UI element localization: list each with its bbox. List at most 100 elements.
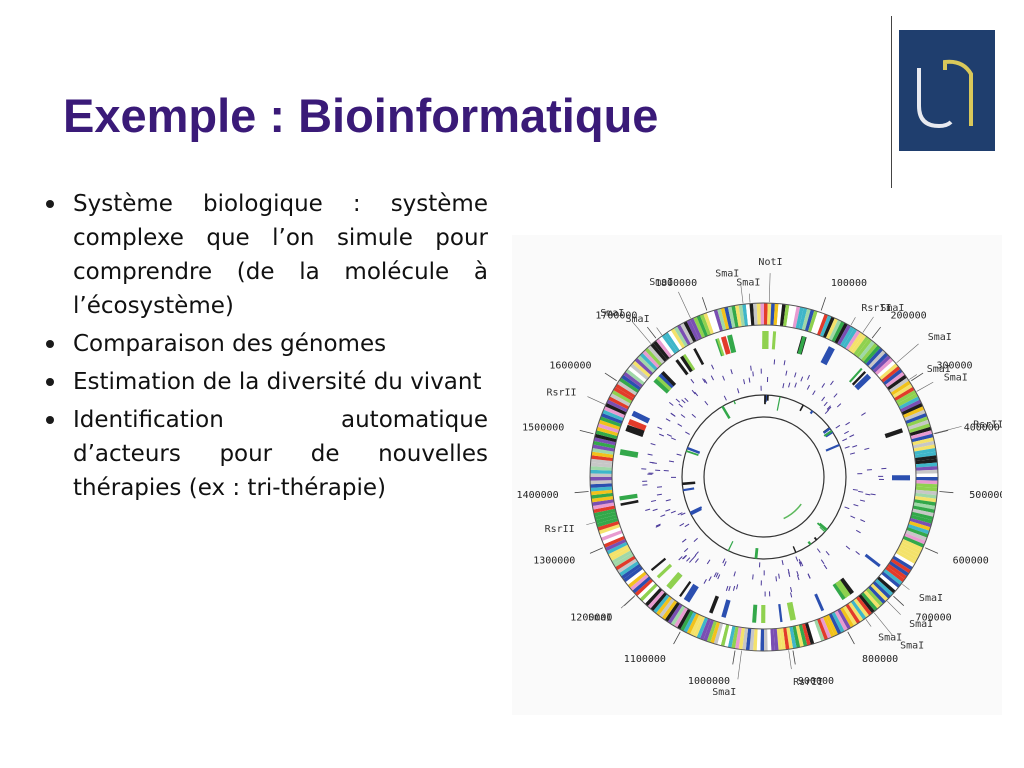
site-label: SmaI — [878, 632, 902, 643]
inner-tick — [690, 507, 702, 516]
repeat-mark — [842, 438, 848, 442]
gene-segment — [603, 535, 626, 548]
feature-mark — [716, 338, 725, 356]
repeat-mark — [678, 403, 683, 408]
site-leader — [586, 522, 596, 526]
gene-segment — [804, 309, 815, 332]
gene-segment — [909, 426, 932, 437]
repeat-mark — [668, 460, 675, 463]
position-leader — [792, 650, 796, 665]
site-label: RsrII — [545, 524, 575, 535]
feature-mark — [797, 336, 806, 355]
site-label: SmaI — [600, 308, 624, 319]
inner-tick — [813, 536, 818, 541]
repeat-mark — [717, 574, 721, 580]
gene-segment — [850, 334, 867, 355]
feature-mark — [851, 370, 867, 386]
gene-segment — [904, 409, 926, 422]
position-leader — [820, 297, 827, 311]
gene-segment — [900, 399, 922, 413]
gene-segment — [834, 322, 848, 344]
gene-segment — [792, 306, 801, 329]
repeat-mark — [703, 579, 707, 584]
gene-segment — [831, 321, 845, 343]
repeat-mark — [836, 403, 842, 408]
bullet-text: Identification automatique d’acteurs pou… — [73, 407, 488, 501]
gene-segment — [881, 571, 901, 588]
repeat-mark — [825, 550, 830, 556]
gene-segment — [776, 628, 783, 651]
inner-tick — [733, 400, 736, 405]
repeat-mark — [657, 426, 663, 430]
gene-segment — [613, 553, 634, 568]
repeat-mark — [706, 559, 711, 565]
position-label: 1600000 — [549, 360, 591, 371]
gene-segment — [608, 544, 630, 558]
gene-segment — [619, 377, 640, 393]
gene-segment — [828, 319, 842, 341]
repeat-mark — [748, 377, 751, 383]
feature-mark — [620, 499, 639, 506]
feature-mark — [625, 424, 645, 437]
gene-segment — [907, 523, 930, 535]
gene-segment — [795, 306, 804, 330]
position-label: 1300000 — [533, 556, 575, 567]
gene-segment — [598, 419, 621, 431]
site-leader — [850, 317, 856, 326]
site-leader — [862, 316, 874, 333]
site-leader — [865, 619, 872, 627]
repeat-mark — [794, 382, 797, 388]
repeat-mark — [844, 446, 850, 449]
gene-segment — [760, 628, 764, 651]
gene-segment — [912, 505, 935, 514]
gene-segment — [822, 316, 835, 339]
gene-segment — [605, 402, 627, 416]
inner-tick — [822, 427, 831, 434]
repeat-mark — [692, 554, 697, 560]
repeat-mark — [845, 421, 850, 426]
repeat-mark — [864, 447, 870, 450]
site-leader — [887, 601, 901, 615]
repeat-mark — [684, 523, 690, 528]
gene-segment — [876, 576, 896, 594]
gene-segment — [621, 374, 642, 391]
gene-segment — [625, 568, 645, 586]
gene-segment — [683, 611, 697, 633]
gene-segment — [901, 402, 923, 416]
inner-tick — [754, 547, 759, 559]
inner-tick — [823, 430, 833, 437]
inner-tick — [727, 540, 734, 552]
gene-segment — [596, 426, 619, 437]
repeat-mark — [845, 545, 851, 550]
repeat-mark — [830, 380, 834, 386]
repeat-mark — [849, 434, 855, 438]
gene-segment — [609, 547, 631, 561]
gene-segment — [670, 328, 686, 349]
repeat-mark — [723, 395, 727, 401]
gene-segment — [683, 321, 697, 343]
feature-mark — [627, 418, 647, 432]
repeat-mark — [732, 585, 736, 591]
gene-segment — [911, 433, 934, 443]
feature-mark — [814, 593, 825, 612]
gene-segment — [825, 614, 839, 636]
site-leader — [620, 595, 636, 609]
gene-segment — [600, 412, 623, 425]
inner-tick — [685, 450, 699, 456]
gene-segment — [632, 360, 652, 378]
gene-segment — [670, 605, 686, 626]
feature-mark — [666, 571, 683, 590]
gene-segment — [753, 628, 758, 651]
repeat-mark — [782, 383, 785, 389]
gene-segment — [727, 625, 736, 648]
gene-segment — [885, 566, 905, 583]
feature-mark — [619, 493, 638, 501]
gene-segment — [914, 492, 938, 499]
site-leader — [631, 321, 652, 344]
gene-segment — [590, 492, 614, 499]
gene-segment — [883, 568, 903, 586]
gene-segment — [770, 303, 775, 326]
gene-segment — [868, 350, 886, 369]
gene-segment — [703, 312, 715, 335]
gene-segment — [879, 363, 899, 381]
